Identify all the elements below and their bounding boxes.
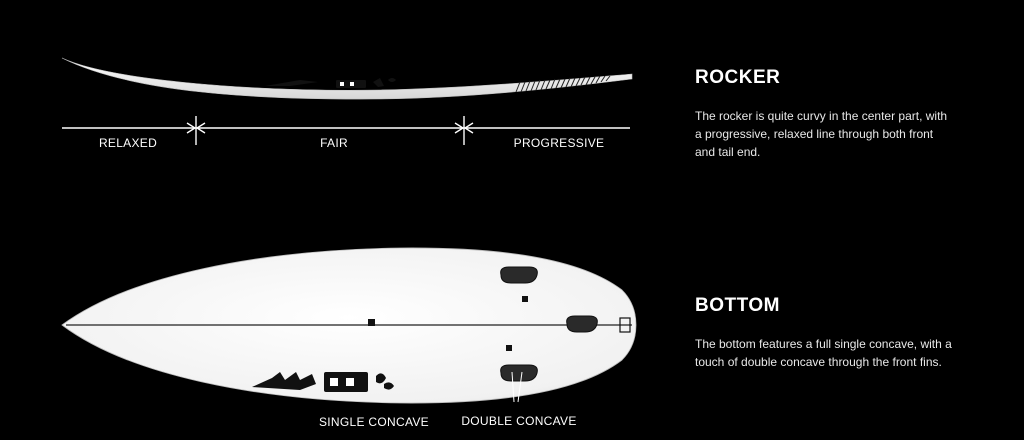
single-concave-label: SINGLE CONCAVE (319, 415, 429, 429)
bottom-section: BOTTOM The bottom features a full single… (695, 295, 995, 371)
concave-guides (511, 371, 523, 403)
double-concave-label: DOUBLE CONCAVE (461, 414, 576, 428)
fin-boxes (500, 266, 598, 382)
rocker-title: ROCKER (695, 67, 781, 88)
bottom-board (61, 247, 637, 404)
rocker-board (61, 57, 633, 100)
zone-progressive-label: PROGRESSIVE (514, 136, 605, 150)
bottom-title: BOTTOM (695, 295, 780, 316)
tail-stripes (515, 75, 611, 93)
rocker-dimension-line (62, 116, 630, 145)
rocker-section: ROCKER The rocker is quite curvy in the … (695, 67, 995, 161)
bottom-logo-mark (252, 372, 394, 392)
zone-fair-label: FAIR (320, 136, 348, 150)
leash-plug (368, 319, 375, 326)
bottom-description: The bottom features a full single concav… (695, 337, 952, 369)
rocker-logo-mark (265, 78, 396, 88)
zone-relaxed-label: RELAXED (99, 136, 157, 150)
rocker-description: The rocker is quite curvy in the center … (695, 109, 948, 159)
